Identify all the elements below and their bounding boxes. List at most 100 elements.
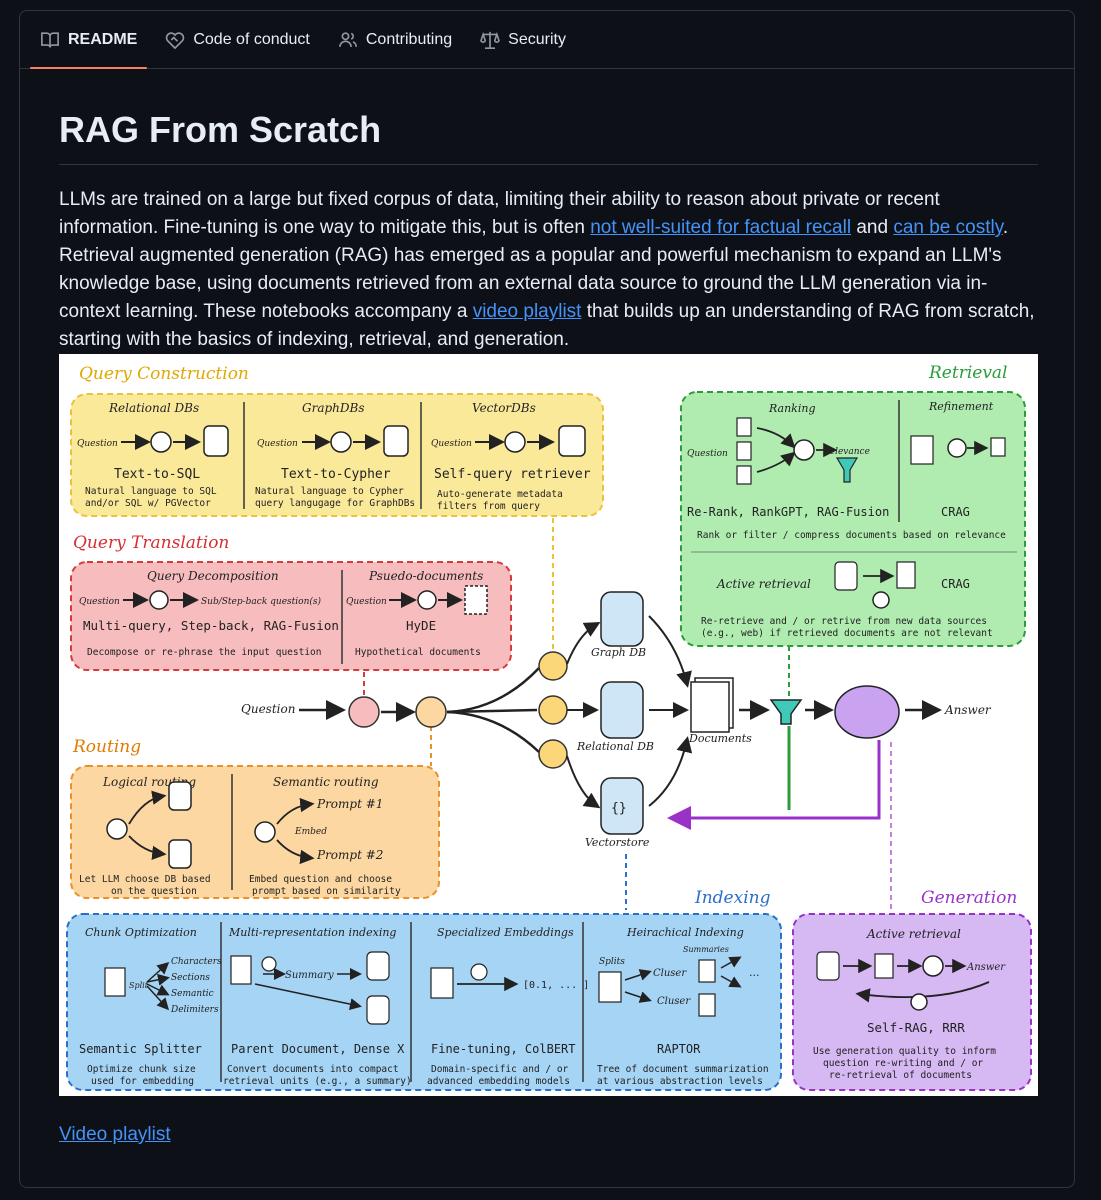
intro-text-2: and <box>851 217 894 238</box>
brain-icon <box>922 955 944 977</box>
flow-relational: Relational DB <box>576 740 654 753</box>
document-icon <box>698 959 716 983</box>
documents-icon <box>910 435 934 465</box>
tab-security[interactable]: Security <box>470 11 576 68</box>
ret-rank-name: Re-Rank, RankGPT, RAG-Fusion <box>687 505 889 519</box>
retrieval-box <box>680 391 1026 647</box>
idx-chunk-c4: Delimiters <box>170 1005 219 1015</box>
brain-icon <box>872 591 890 609</box>
ret-refine-head: Refinement <box>928 400 994 413</box>
heart-handshake-icon <box>166 31 185 49</box>
qt-pseudo-name: HyDE <box>406 618 436 633</box>
tab-readme[interactable]: README <box>30 11 148 69</box>
rag-overview-diagram: Query Construction Relational DBs Questi… <box>59 354 1038 1096</box>
idx-multi-sum: Summary <box>285 970 334 981</box>
idx-multi-head: Multi-representation indexing <box>228 926 396 939</box>
indexing-title: Indexing <box>694 888 771 908</box>
flow-graphdb: Graph DB <box>591 646 646 659</box>
idx-embed-d1: Domain-specific and / or <box>431 1064 569 1075</box>
qt-pseudo-head: Psuedo-documents <box>368 569 483 583</box>
video-playlist-link[interactable]: Video playlist <box>59 1124 171 1145</box>
qc-rel-q: Question <box>77 439 118 449</box>
qt-pseudo-d1: Hypothetical documents <box>355 647 481 658</box>
ret-refine-name: CRAG <box>941 505 970 519</box>
sql-query-node <box>538 695 568 725</box>
database-icon <box>168 781 192 811</box>
readme-panel: README Code of conduct Contributing Secu… <box>19 10 1075 1188</box>
database-icon <box>203 425 229 457</box>
gen-answer: Answer <box>966 962 1006 973</box>
intro-text-3: . Retrieval augmented generation (RAG) h… <box>59 217 1009 322</box>
idx-chunk-d1: Optimize chunk size <box>87 1064 196 1075</box>
document-icon <box>736 441 752 461</box>
documents-icon <box>104 967 126 997</box>
routing-semantic-d2: prompt based on similarity <box>252 886 401 897</box>
idx-chunk-head: Chunk Optimization <box>85 926 197 939</box>
ret-active-name: CRAG <box>941 577 970 591</box>
routing-semantic-embed: Embed <box>294 827 327 837</box>
vectorstore-icon <box>834 561 858 591</box>
document-icon <box>736 465 752 485</box>
qt-decomp-out: Sub/Step-back question(s) <box>201 596 321 607</box>
idx-multi-d1: Convert documents into compact <box>227 1064 399 1075</box>
brain-icon <box>470 963 488 981</box>
idx-embed-d2: advanced embedding models <box>427 1076 570 1087</box>
qc-graph-q: Question <box>257 439 298 449</box>
qc-rel-name: Text-to-SQL <box>114 467 200 482</box>
qc-vector-head: VectorDBs <box>472 401 536 415</box>
ret-active-d2: (e.g., web) if retrieved documents are n… <box>701 628 993 639</box>
tab-readme-label: README <box>68 30 138 48</box>
qc-vector-q: Question <box>431 439 472 449</box>
filter-icon <box>769 699 803 725</box>
routing-semantic-p1: Prompt #1 <box>316 797 383 811</box>
law-scale-icon <box>480 31 501 49</box>
documents-icon <box>230 955 252 985</box>
routing-title: Routing <box>72 737 141 757</box>
graph-db-icon <box>168 839 192 869</box>
qc-rel-head: Relational DBs <box>108 401 199 415</box>
qt-pseudo-q: Question <box>346 597 387 607</box>
gen-d3: re-retrieval of documents <box>829 1070 972 1081</box>
brain-icon <box>254 821 276 843</box>
qc-graph-d2: query langugage for GraphDBs <box>255 498 415 509</box>
intro-text-4: that builds up an understanding of RAG f… <box>59 301 1035 350</box>
qt-decomp-q: Question <box>79 597 120 607</box>
idx-multi-name: Parent Document, Dense X <box>231 1042 405 1056</box>
qc-box <box>70 393 604 517</box>
qt-decomp-head: Query Decomposition <box>147 569 279 583</box>
routing-semantic-d1: Embed question and choose <box>249 874 392 885</box>
brain-icon <box>417 590 437 610</box>
document-icon <box>698 993 716 1017</box>
vector-query-node <box>538 739 568 769</box>
tab-security-label: Security <box>508 30 566 48</box>
page-title: RAG From Scratch <box>59 109 382 150</box>
ret-active-d1: Re-retrieve and / or retrive from new da… <box>701 616 987 627</box>
tab-contributing[interactable]: Contributing <box>328 11 462 68</box>
gen-d2: question re-writing and / or <box>823 1058 983 1069</box>
idx-hier-cl1: Cluser <box>653 968 687 979</box>
brain-icon <box>106 818 128 840</box>
qc-rel-d1: Natural language to SQL <box>85 486 217 497</box>
link-factual-recall[interactable]: not well-suited for factual recall <box>590 217 852 238</box>
document-icon <box>874 953 894 979</box>
link-video-playlist-inline[interactable]: video playlist <box>472 301 582 322</box>
ret-rank-head: Ranking <box>768 402 816 415</box>
qc-graph-name: Text-to-Cypher <box>281 467 391 482</box>
idx-embed-name: Fine-tuning, ColBERT <box>431 1042 576 1056</box>
brain-icon <box>793 439 815 461</box>
qc-vector-d2: filters from query <box>437 501 540 512</box>
idx-embed-vec: [0.1, ... ] <box>523 980 589 991</box>
idx-chunk-c3: Semantic <box>171 989 214 999</box>
ret-rank-rel: Relevance <box>822 447 870 457</box>
document-icon <box>464 585 488 615</box>
readme-tabs: README Code of conduct Contributing Secu… <box>20 11 1074 69</box>
flow-vectorstore-glyph: {} <box>611 801 627 816</box>
tab-contributing-label: Contributing <box>365 30 453 48</box>
tab-code-of-conduct[interactable]: Code of conduct <box>155 11 320 68</box>
link-costly[interactable]: can be costly <box>893 217 1003 238</box>
idx-chunk-name: Semantic Splitter <box>79 1042 202 1056</box>
qt-box <box>70 561 512 671</box>
brain-icon <box>330 431 352 453</box>
routing-logical-d1: Let LLM choose DB based <box>79 874 211 885</box>
qc-graph-d1: Natural language to Cypher <box>255 486 404 497</box>
